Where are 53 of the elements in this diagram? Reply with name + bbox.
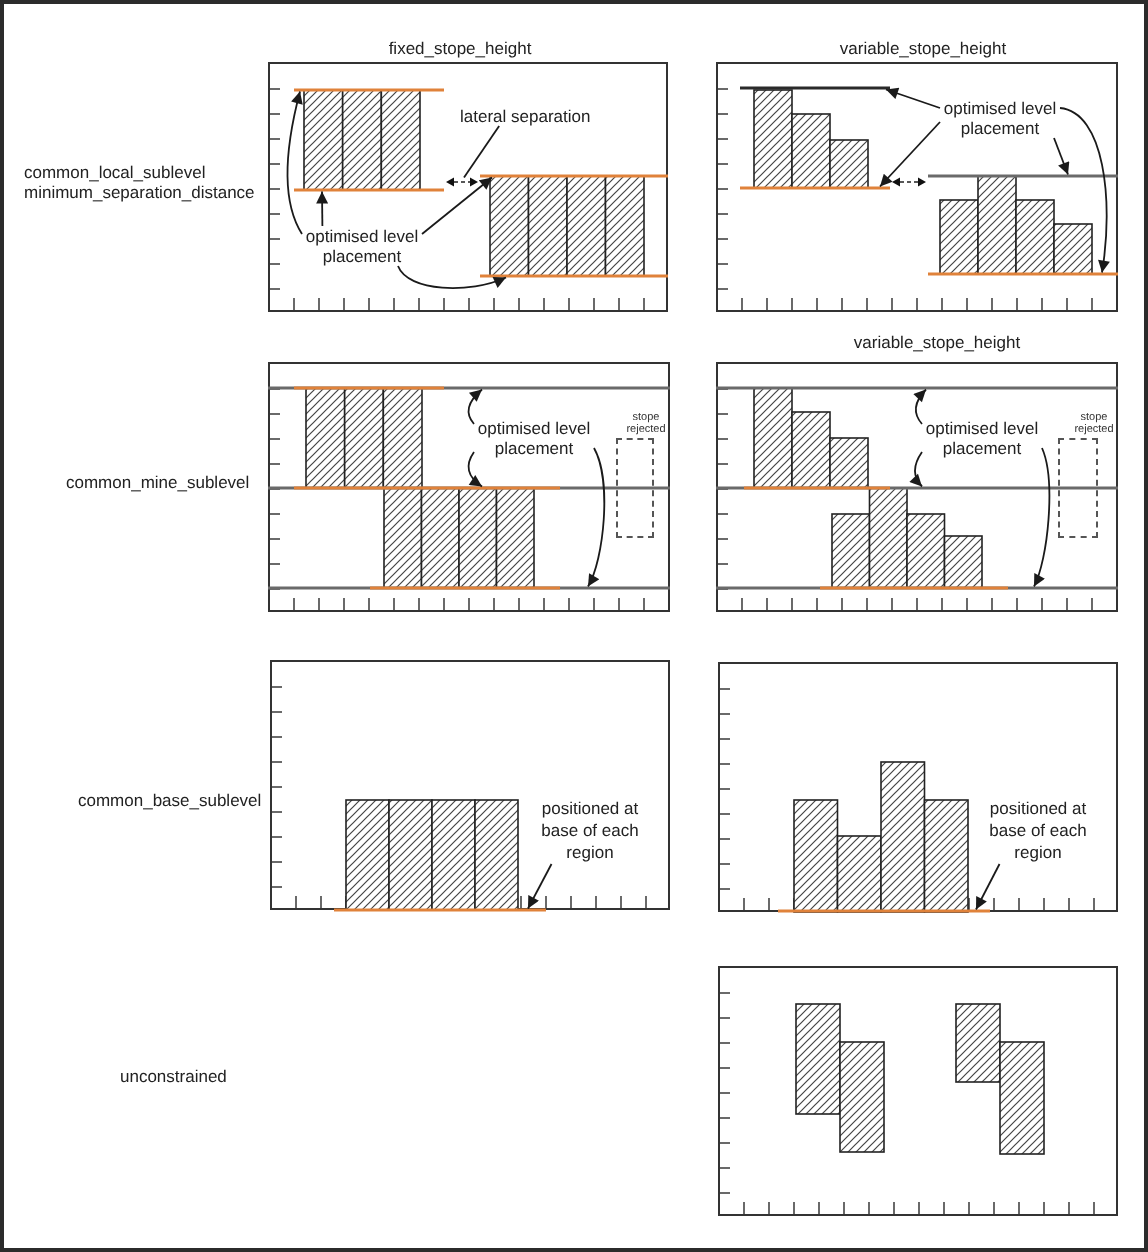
leader-arrow [885,87,941,109]
annotation: optimised level placement [922,418,1042,458]
panel-title: variable_stope_height [853,332,1021,352]
leader-arrow [397,265,507,289]
level-line [928,272,1118,276]
level-line [778,909,990,913]
leader-line [463,125,501,179]
level-line [294,188,444,192]
level-line [716,386,1118,390]
leader-arrow [909,451,923,488]
leader-arrow [467,451,483,488]
row-label: unconstrained [120,1066,227,1086]
annotation: lateral separation [460,106,591,126]
plot-panel [718,662,1118,912]
row-label: common_mine_sublevel [66,472,250,492]
level-line [716,486,1118,490]
level-line [928,174,1118,178]
leader-arrow [316,190,329,227]
level-line [294,88,444,92]
leader-arrow [1053,137,1070,176]
level-line [740,186,890,190]
row-label: minimum_separation_distance [24,182,255,202]
leader-arrow [1059,107,1110,274]
level-line [716,586,1118,590]
plot-panel [268,362,670,612]
plot-panel [718,966,1118,1216]
leader-arrow [467,388,483,425]
row-label: common_base_sublevel [78,790,262,810]
level-line [480,274,668,278]
leader-arrow [286,90,303,235]
leader-arrow [975,863,1001,911]
level-line [334,908,546,912]
row-label: common_local_sublevel [24,162,206,182]
annotation: optimised level placement [940,98,1060,138]
leader-arrow [587,447,606,588]
panel-title: variable_stope_height [839,38,1007,58]
leader-arrow [913,388,927,425]
leader-arrow [421,176,493,235]
dimension-line [446,177,478,187]
panel-title: fixed_stope_height [388,38,532,58]
level-line [268,386,670,390]
level-line [480,174,668,178]
annotation: optimised level placement [302,226,422,266]
annotation: positioned at base of each region [538,798,642,864]
annotation: optimised level placement [474,418,594,458]
leader-arrow [1033,447,1051,588]
plot-panel [270,660,670,910]
annotation: positioned at base of each region [986,798,1090,864]
level-line [740,86,890,90]
leader-arrow [879,121,941,188]
level-line [268,586,670,590]
level-line [268,486,670,490]
leader-arrow [527,863,553,910]
